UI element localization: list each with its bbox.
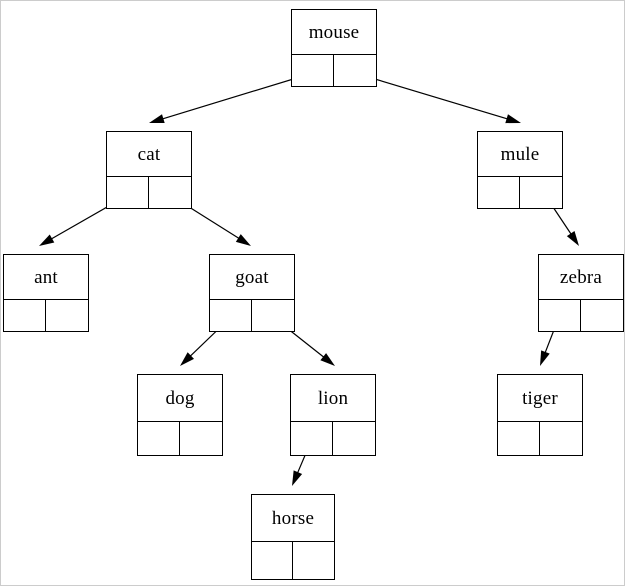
pointer-cell-right-mouse[interactable] <box>334 55 376 86</box>
edge-arrowhead-mule-zebra <box>566 230 579 246</box>
pointer-cell-right-goat[interactable] <box>252 300 294 331</box>
tree-node-mule[interactable]: mule <box>477 131 563 209</box>
pointer-cell-left-tiger[interactable] <box>498 422 540 455</box>
edge-line-mouse-cat <box>157 72 314 121</box>
tree-node-pointers-dog <box>138 421 222 455</box>
tree-edge-mouse-mule <box>354 72 521 124</box>
pointer-cell-left-goat[interactable] <box>210 300 252 331</box>
tree-node-mouse[interactable]: mouse <box>291 9 377 87</box>
tree-node-pointers-horse <box>252 541 334 579</box>
pointer-cell-right-cat[interactable] <box>149 177 191 208</box>
tree-node-label-lion: lion <box>317 387 349 409</box>
pointer-cell-left-ant[interactable] <box>4 300 46 331</box>
tree-node-pointers-lion <box>291 421 375 455</box>
pointer-cell-right-zebra[interactable] <box>581 300 623 331</box>
pointer-cell-left-cat[interactable] <box>107 177 149 208</box>
pointer-cell-right-dog[interactable] <box>180 422 222 455</box>
pointer-cell-left-zebra[interactable] <box>539 300 581 331</box>
tree-node-horse[interactable]: horse <box>251 494 335 580</box>
tree-node-pointers-goat <box>210 299 294 331</box>
edge-arrowhead-mouse-cat <box>149 114 165 124</box>
tree-node-pointers-mule <box>478 176 562 208</box>
tree-node-label-mule: mule <box>500 143 540 165</box>
edge-line-mouse-mule <box>354 72 513 121</box>
edge-arrowhead-zebra-tiger <box>540 350 550 366</box>
tree-node-dog[interactable]: dog <box>137 374 223 456</box>
tree-node-pointers-mouse <box>292 54 376 86</box>
edge-arrowhead-lion-horse <box>292 470 303 486</box>
tree-node-pointers-zebra <box>539 299 623 331</box>
tree-node-pointers-ant <box>4 299 88 331</box>
tree-node-lion[interactable]: lion <box>290 374 376 456</box>
tree-node-label-goat: goat <box>235 266 269 288</box>
tree-node-label-mouse: mouse <box>308 21 360 43</box>
tree-node-label-zebra: zebra <box>559 266 603 288</box>
tree-node-pointers-cat <box>107 176 191 208</box>
tree-node-label-ant: ant <box>34 266 58 288</box>
edge-arrowhead-goat-dog <box>180 352 195 366</box>
pointer-cell-right-horse[interactable] <box>293 542 334 579</box>
edge-arrowhead-mouse-mule <box>505 114 521 124</box>
pointer-cell-left-lion[interactable] <box>291 422 333 455</box>
edge-arrowhead-goat-lion <box>320 353 335 366</box>
tree-node-pointers-tiger <box>498 421 582 455</box>
tree-node-ant[interactable]: ant <box>3 254 89 332</box>
pointer-cell-left-horse[interactable] <box>252 542 293 579</box>
pointer-cell-left-mule[interactable] <box>478 177 520 208</box>
tree-node-label-horse: horse <box>271 507 315 529</box>
pointer-cell-right-mule[interactable] <box>520 177 562 208</box>
pointer-cell-left-mouse[interactable] <box>292 55 334 86</box>
tree-edge-mouse-cat <box>149 72 314 124</box>
edge-arrowhead-cat-goat <box>235 234 251 246</box>
tree-node-tiger[interactable]: tiger <box>497 374 583 456</box>
pointer-cell-right-ant[interactable] <box>46 300 88 331</box>
tree-node-label-cat: cat <box>137 143 161 165</box>
tree-node-cat[interactable]: cat <box>106 131 192 209</box>
pointer-cell-left-dog[interactable] <box>138 422 180 455</box>
pointer-cell-right-lion[interactable] <box>333 422 375 455</box>
tree-node-zebra[interactable]: zebra <box>538 254 624 332</box>
pointer-cell-right-tiger[interactable] <box>540 422 582 455</box>
tree-node-goat[interactable]: goat <box>209 254 295 332</box>
tree-node-label-tiger: tiger <box>522 387 558 409</box>
tree-node-label-dog: dog <box>165 387 195 409</box>
edge-arrowhead-cat-ant <box>39 234 55 246</box>
